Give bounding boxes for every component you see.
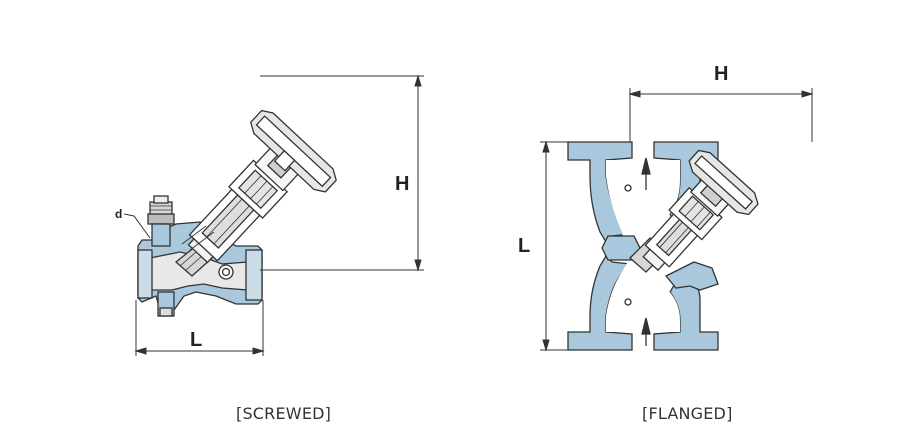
screwed-label-l: L	[190, 329, 202, 351]
screwed-left-thread	[137, 249, 153, 299]
screwed-label-h: H	[395, 173, 409, 195]
flanged-dimensions	[540, 88, 814, 352]
flanged-body-cavity	[664, 261, 719, 291]
screwed-valve-drawing	[137, 109, 337, 317]
flanged-bonnet-assembly	[642, 149, 759, 272]
screwed-caption: [SCREWED]	[236, 404, 332, 423]
screwed-right-thread	[245, 249, 263, 301]
screwed-bonnet-assembly	[187, 109, 337, 264]
screwed-label-d: d	[115, 207, 122, 221]
flanged-label-l: L	[518, 235, 530, 257]
flanged-valve-drawing	[567, 141, 759, 351]
flanged-caption: [FLANGED]	[642, 404, 733, 423]
flanged-label-h: H	[714, 63, 728, 85]
screwed-dimensions	[123, 74, 424, 356]
